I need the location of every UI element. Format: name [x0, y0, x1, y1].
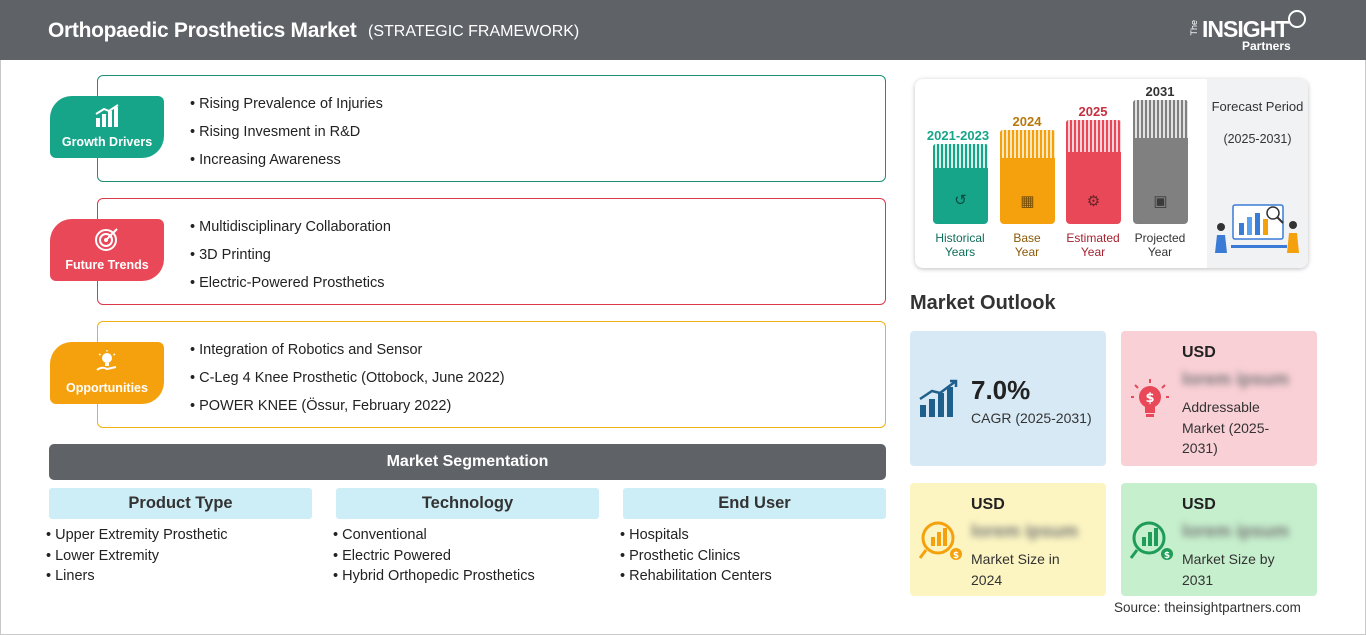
forecast-period-panel: Forecast Period (2025-2031)	[1207, 79, 1308, 268]
svg-text:$: $	[953, 551, 959, 561]
list-item: Hospitals	[620, 525, 886, 546]
segment-head: Product Type	[49, 488, 312, 519]
money-chart-icon: $	[918, 518, 962, 570]
addressable-market-label: Addressable Market (2025-2031)	[1182, 399, 1270, 456]
market-outlook-title: Market Outlook	[910, 292, 1056, 314]
timeline-bar-projected: ▣	[1133, 100, 1188, 224]
currency-label: USD	[971, 496, 1005, 513]
list-item: POWER KNEE (Össur, February 2022)	[190, 392, 505, 420]
list-item: Electric Powered	[333, 546, 599, 567]
page-subtitle: (STRATEGIC FRAMEWORK)	[368, 23, 580, 40]
currency-label: USD	[1182, 344, 1216, 361]
year-label: 2021-2023	[926, 128, 990, 143]
analytics-people-icon	[1215, 204, 1299, 253]
segment-head: Technology	[336, 488, 599, 519]
year-label: 2025	[1078, 104, 1108, 119]
forecast-title: Forecast Period	[1211, 99, 1304, 114]
growth-chart-icon	[94, 104, 120, 128]
opportunities-box: Integration of Robotics and Sensor C-Leg…	[97, 321, 886, 428]
redacted-value: lorem ipsum	[971, 521, 1079, 541]
list-item: Integration of Robotics and Sensor	[190, 336, 505, 364]
timeline-bar-historical: ↺	[933, 144, 988, 224]
cagr-card: 7.0% CAGR (2025-2031)	[910, 331, 1106, 466]
future-trends-tag: Future Trends	[50, 219, 164, 281]
market-size-2031-label: Market Size by 2031	[1182, 551, 1275, 588]
source-link[interactable]: Source: theinsightpartners.com	[1114, 600, 1301, 615]
list-item: Rising Invesment in R&D	[190, 118, 383, 146]
forecast-range: (2025-2031)	[1223, 132, 1292, 146]
logo-ring-icon	[1288, 10, 1306, 28]
calendar-icon: ▦	[1020, 193, 1035, 210]
timeline-bar-estimated: ⚙	[1066, 120, 1121, 224]
year-label: 2031	[1145, 84, 1175, 99]
list-item: Rising Prevalence of Injuries	[190, 90, 383, 118]
currency-label: USD	[1182, 496, 1216, 513]
list-item: Hybrid Orthopedic Prosthetics	[333, 566, 599, 587]
market-size-2024-card: $ USD lorem ipsum Market Size in 2024	[910, 483, 1106, 596]
redacted-value: lorem ipsum	[1182, 521, 1290, 541]
list-item: Multidisciplinary Collaboration	[190, 213, 391, 241]
segment-head: End User	[623, 488, 886, 519]
gear-chart-icon: ⚙	[1086, 193, 1101, 210]
list-item: Rehabilitation Centers	[620, 566, 886, 587]
segment-end-user: End User Hospitals Prosthetic Clinics Re…	[623, 488, 886, 587]
svg-text:$: $	[1145, 391, 1154, 406]
list-item: Upper Extremity Prosthetic	[46, 525, 312, 546]
list-item: Prosthetic Clinics	[620, 546, 886, 567]
future-trends-box: Multidisciplinary Collaboration 3D Print…	[97, 198, 886, 305]
redacted-value: lorem ipsum	[1182, 369, 1290, 389]
list-item: Liners	[46, 566, 312, 587]
growth-drivers-tag: Growth Drivers	[50, 96, 164, 158]
insight-partners-logo: The INSIGHT Partners	[1189, 8, 1320, 54]
segment-technology: Technology Conventional Electric Powered…	[336, 488, 599, 587]
lightbulb-hand-icon	[94, 350, 120, 374]
list-item: Conventional	[333, 525, 599, 546]
list-item: Increasing Awareness	[190, 146, 383, 174]
money-chart-icon: $	[1129, 518, 1173, 570]
svg-text:$: $	[1164, 551, 1170, 561]
addressable-market-card: $ USD lorem ipsum Addressable Market (20…	[1121, 331, 1317, 466]
market-size-2024-label: Market Size in 2024	[971, 551, 1060, 588]
history-icon: ↺	[954, 192, 967, 209]
list-item: C-Leg 4 Knee Prosthetic (Ottobock, June …	[190, 364, 504, 392]
growth-drivers-box: Rising Prevalence of Injuries Rising Inv…	[97, 75, 886, 182]
market-size-2031-card: $ USD lorem ipsum Market Size by 2031	[1121, 483, 1317, 596]
target-icon	[94, 227, 120, 251]
timeline-bar-base: ▦	[1000, 130, 1055, 224]
opportunities-tag: Opportunities	[50, 342, 164, 404]
presentation-icon: ▣	[1153, 193, 1168, 210]
lightbulb-dollar-icon: $	[1129, 377, 1171, 429]
header-bar: Orthopaedic Prosthetics Market (STRATEGI…	[0, 0, 1366, 60]
market-segmentation-header: Market Segmentation	[49, 444, 886, 480]
segment-product-type: Product Type Upper Extremity Prosthetic …	[49, 488, 312, 587]
list-item: 3D Printing	[190, 241, 391, 269]
cagr-value: 7.0%	[971, 375, 1031, 405]
list-item: Lower Extremity	[46, 546, 312, 567]
list-item: Electric-Powered Prosthetics	[190, 269, 391, 297]
year-label: 2024	[1012, 114, 1042, 129]
page-title: Orthopaedic Prosthetics Market	[48, 19, 357, 42]
growth-chart-icon	[918, 379, 960, 427]
cagr-label: CAGR (2025-2031)	[971, 410, 1092, 426]
